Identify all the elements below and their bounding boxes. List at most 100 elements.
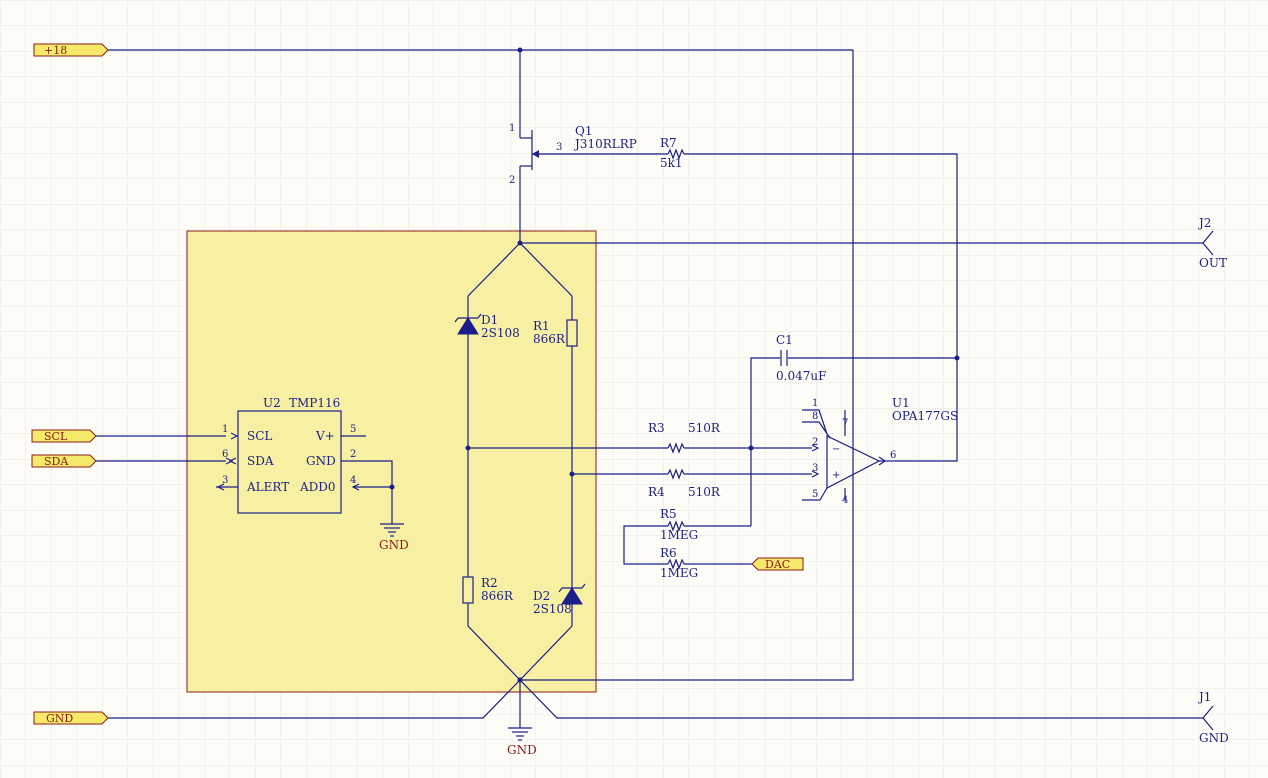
u1-pin-8: 8 [812, 411, 818, 422]
r3-ref: R3 [648, 421, 665, 435]
d2-value: 2S108 [533, 602, 572, 616]
u1-pin-6: 6 [890, 450, 896, 461]
port-gnd-label: GND [46, 712, 73, 725]
u2-value: TMP116 [289, 396, 340, 410]
u2-pin-1: 1 [222, 424, 228, 435]
u1-plus-sign: + [832, 470, 840, 481]
capacitor-c1[interactable]: C1 0.047uF [776, 333, 826, 383]
u1-pin-3: 3 [812, 463, 818, 474]
resistor-r1[interactable]: R1 866R [533, 319, 578, 347]
u2-pin-5: 5 [350, 424, 356, 435]
u2-pin-alert: ALERT [246, 480, 289, 494]
wire-r5-r6 [623, 525, 668, 565]
u2-pin-4: 4 [350, 475, 356, 486]
junction-dot [517, 677, 523, 683]
port-plus18-label: +18 [44, 44, 67, 57]
port-dac-label: DAC [765, 558, 790, 571]
u2-pin-sda: SDA [247, 454, 274, 468]
r4-value: 510R [688, 485, 721, 499]
r6-ref: R6 [660, 546, 677, 560]
wire-feedback [684, 153, 958, 462]
resistor-r4[interactable]: R4 510R [648, 468, 721, 499]
r1-ref: R1 [533, 319, 550, 333]
junction-dot [389, 484, 395, 490]
zener-d2[interactable]: D2 2S108 [533, 583, 586, 616]
r2-ref: R2 [481, 576, 498, 590]
junctions [389, 47, 960, 683]
d2-ref: D2 [533, 589, 550, 603]
u2-pin-3: 3 [222, 475, 228, 486]
port-dac[interactable]: DAC [751, 557, 804, 571]
junction-dot [517, 47, 523, 53]
r2-value: 866R [481, 589, 514, 603]
wire-c1-left [750, 357, 780, 526]
wires [96, 49, 1203, 728]
junction-dot [954, 355, 960, 361]
r7-ref: R7 [660, 136, 677, 150]
connector-j2[interactable]: J2 OUT [1197, 216, 1227, 270]
u2-pin-vplus: V+ [315, 429, 335, 443]
resistor-r6[interactable]: R6 1MEG [660, 546, 698, 580]
resistor-r3[interactable]: R3 510R [648, 421, 721, 454]
q1-ref: Q1 [575, 124, 592, 138]
j2-name: OUT [1199, 256, 1227, 270]
c1-value: 0.047uF [776, 369, 826, 383]
d1-value: 2S108 [481, 326, 520, 340]
u1-value: OPA177GS [892, 409, 958, 423]
q1-pin-1: 1 [509, 123, 515, 134]
u1-minus-sign: − [832, 444, 840, 455]
junction-dot [569, 471, 575, 477]
ground-symbol-main: GND [507, 727, 537, 757]
zener-d1[interactable]: D1 2S108 [454, 313, 520, 340]
junction-dot [517, 240, 523, 246]
port-sda[interactable]: SDA [31, 454, 97, 468]
ground-label-u2: GND [379, 538, 409, 552]
u1-pin-1: 1 [812, 398, 818, 409]
u2-pin-6: 6 [222, 449, 228, 460]
ic-u2[interactable]: U2 TMP116 1 6 3 SCL SDA ALERT 5 2 4 V+ G… [216, 396, 360, 514]
jfet-q1[interactable]: 1 2 3 Q1 J310RLRP [509, 123, 637, 186]
d1-ref: D1 [481, 313, 498, 327]
resistor-r2[interactable]: R2 866R [462, 576, 514, 604]
r7-value: 5k1 [660, 156, 683, 170]
u1-pin-2: 2 [812, 437, 818, 448]
u2-pin-scl: SCL [247, 429, 272, 443]
q1-pin-3: 3 [556, 142, 562, 153]
port-sda-label: SDA [44, 455, 69, 468]
r5-ref: R5 [660, 507, 677, 521]
u1-pin-4: 4 [842, 495, 848, 506]
resistor-r7[interactable]: R7 5k1 [660, 136, 685, 170]
u2-ref: U2 [263, 396, 281, 410]
r4-ref: R4 [648, 485, 665, 499]
q1-pin-2: 2 [509, 175, 515, 186]
port-scl[interactable]: SCL [31, 429, 97, 443]
wire-u2-gnd [341, 460, 393, 524]
opamp-u1[interactable]: 1 8 7 2 3 6 5 4 − + U1 OPA177GS [802, 396, 958, 506]
r1-value: 866R [533, 332, 566, 346]
junction-dot [748, 445, 754, 451]
u1-pin-5: 5 [812, 489, 818, 500]
junction-dot [465, 445, 471, 451]
j1-ref: J1 [1197, 690, 1211, 704]
u2-pin-gnd: GND [306, 454, 336, 468]
c1-ref: C1 [776, 333, 793, 347]
port-scl-label: SCL [44, 430, 68, 443]
r6-value: 1MEG [660, 566, 698, 580]
q1-value: J310RLRP [573, 137, 637, 151]
u1-ref: U1 [892, 396, 910, 410]
port-gnd[interactable]: GND [33, 711, 109, 725]
r3-value: 510R [688, 421, 721, 435]
ground-label-main: GND [507, 743, 537, 757]
resistor-r5[interactable]: R5 1MEG [660, 507, 698, 542]
j1-name: GND [1199, 731, 1229, 745]
j2-ref: J2 [1197, 216, 1211, 230]
ground-symbol-u2: GND [379, 523, 409, 552]
r5-value: 1MEG [660, 528, 698, 542]
u2-pin-2: 2 [350, 449, 356, 460]
port-plus18[interactable]: +18 [33, 43, 109, 57]
u1-pin-7: 7 [842, 418, 848, 429]
connector-j1[interactable]: J1 GND [1197, 690, 1229, 745]
wire-plus18-rail [108, 49, 854, 681]
